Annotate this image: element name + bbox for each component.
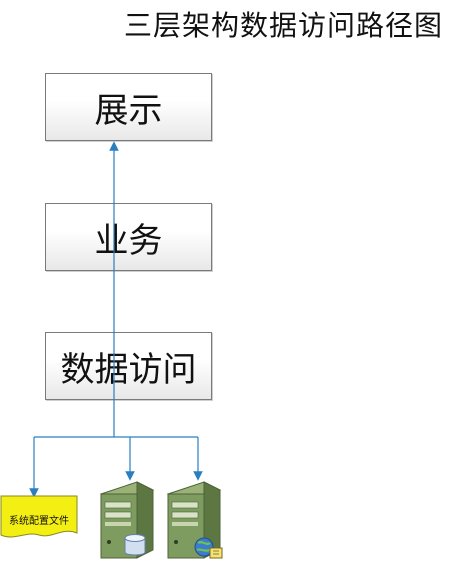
database-server-icon xyxy=(99,481,155,559)
document-icon xyxy=(0,495,78,538)
web-server-icon xyxy=(166,481,223,559)
layer-business-box: 业务 xyxy=(45,203,212,271)
layer-display-box: 展示 xyxy=(45,73,212,141)
config-file-label: 系统配置文件 xyxy=(9,516,69,527)
layer-business-label: 业务 xyxy=(94,220,163,261)
layer-data-access-label: 数据访问 xyxy=(60,349,197,390)
layer-data-access-box: 数据访问 xyxy=(45,332,212,400)
layer-display-label: 展示 xyxy=(94,90,163,131)
diagram-title: 三层架构数据访问路径图 xyxy=(124,9,444,42)
